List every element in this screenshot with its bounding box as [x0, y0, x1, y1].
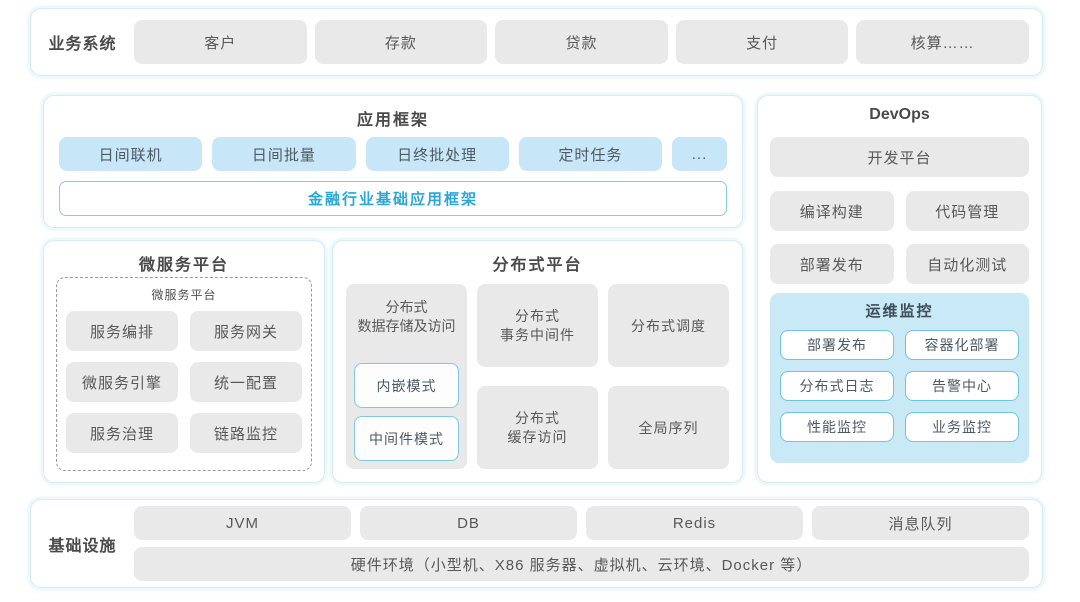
microservice-title: 微服务平台	[138, 257, 229, 274]
micro-item-unified-config: 统一配置	[190, 362, 302, 402]
devops-tool-code-mgmt: 代码管理	[905, 191, 1029, 231]
distributed-col-right: 分布式调度 全局序列	[608, 284, 729, 469]
devops-tool-build: 编译构建	[770, 191, 894, 231]
devops-tools: 编译构建 代码管理 部署发布 自动化测试	[770, 191, 1029, 284]
distributed-scheduling: 分布式调度	[608, 284, 729, 367]
appfw-item-eod-batch: 日终批处理	[365, 137, 509, 171]
infrastructure-label: 基础设施	[48, 537, 117, 555]
business-item-customer: 客户	[134, 20, 307, 64]
ops-monitoring-items: 部署发布 容器化部署 分布式日志 告警中心 性能监控 业务监控	[780, 330, 1019, 442]
devops-tool-auto-test: 自动化测试	[905, 244, 1029, 284]
infra-item-jvm: JVM	[134, 506, 351, 540]
micro-item-trace-monitor: 链路监控	[190, 413, 302, 453]
infrastructure-items: JVM DB Redis 消息队列 硬件环境（小型机、X86 服务器、虚拟机、云…	[134, 506, 1029, 581]
distributed-body: 分布式 数据存储及访问 内嵌模式 中间件模式 分布式 事务中间件 分布式 缓存访…	[346, 284, 729, 469]
app-framework-panel: 应用框架 日间联机 日间批量 日终批处理 定时任务 ... 金融行业基础应用框架	[43, 95, 743, 228]
business-system-label: 业务系统	[48, 36, 117, 53]
appfw-item-scheduled-task: 定时任务	[518, 137, 662, 171]
microservice-inner-title: 微服务平台	[151, 288, 217, 302]
hardware-environment-bar: 硬件环境（小型机、X86 服务器、虚拟机、云环境、Docker 等）	[134, 547, 1029, 581]
app-framework-title: 应用框架	[356, 112, 429, 129]
micro-item-engine: 微服务引擎	[66, 362, 178, 402]
microservice-dashed-box: 微服务平台 服务编排 服务网关 微服务引擎 统一配置 服务治理 链路监控	[56, 277, 312, 471]
micro-item-governance: 服务治理	[66, 413, 178, 453]
global-sequence: 全局序列	[608, 386, 729, 469]
infra-item-mq: 消息队列	[812, 506, 1029, 540]
business-item-loan: 贷款	[495, 20, 668, 64]
business-item-accounting: 核算……	[856, 20, 1029, 64]
microservice-items: 服务编排 服务网关 微服务引擎 统一配置 服务治理 链路监控	[66, 311, 302, 453]
microservice-panel: 微服务平台 微服务平台 服务编排 服务网关 微服务引擎 统一配置 服务治理 链路…	[43, 240, 325, 483]
monitor-item-alert-center: 告警中心	[905, 371, 1019, 401]
monitor-item-deploy-release: 部署发布	[780, 330, 894, 360]
distributed-col-storage: 分布式 数据存储及访问 内嵌模式 中间件模式	[346, 284, 467, 469]
devops-panel: DevOps 开发平台 编译构建 代码管理 部署发布 自动化测试 运维监控 部署…	[757, 95, 1042, 483]
app-framework-items: 日间联机 日间批量 日终批处理 定时任务 ...	[59, 137, 727, 171]
devops-tool-deploy: 部署发布	[770, 244, 894, 284]
devops-title: DevOps	[869, 106, 930, 123]
distributed-storage-modes: 内嵌模式 中间件模式	[354, 363, 459, 461]
infra-item-db: DB	[360, 506, 577, 540]
distributed-cache-access: 分布式 缓存访问	[477, 386, 598, 469]
distributed-storage-label: 分布式 数据存储及访问	[357, 299, 456, 334]
appfw-item-more: ...	[672, 137, 727, 171]
business-system-panel: 业务系统 客户 存款 贷款 支付 核算……	[30, 8, 1043, 76]
distributed-transaction-middleware: 分布式 事务中间件	[477, 284, 598, 367]
monitor-item-distributed-log: 分布式日志	[780, 371, 894, 401]
storage-mode-embedded: 内嵌模式	[354, 363, 459, 408]
micro-item-gateway: 服务网关	[190, 311, 302, 351]
distributed-title: 分布式平台	[492, 257, 583, 274]
distributed-panel: 分布式平台 分布式 数据存储及访问 内嵌模式 中间件模式 分布式 事务中间件 分…	[332, 240, 743, 483]
ops-monitoring-panel: 运维监控 部署发布 容器化部署 分布式日志 告警中心 性能监控 业务监控	[770, 293, 1029, 463]
ops-monitoring-title: 运维监控	[865, 303, 934, 320]
financial-base-framework-bar: 金融行业基础应用框架	[59, 181, 727, 216]
devops-dev-platform: 开发平台	[770, 137, 1029, 177]
appfw-item-daytime-online: 日间联机	[59, 137, 203, 171]
micro-item-orchestration: 服务编排	[66, 311, 178, 351]
monitor-item-business: 业务监控	[905, 412, 1019, 442]
infrastructure-panel: 基础设施 JVM DB Redis 消息队列 硬件环境（小型机、X86 服务器、…	[30, 499, 1043, 588]
business-item-deposit: 存款	[314, 20, 488, 64]
business-item-payment: 支付	[675, 20, 849, 64]
storage-mode-middleware: 中间件模式	[354, 416, 459, 461]
infra-item-redis: Redis	[586, 506, 803, 540]
distributed-storage-box: 分布式 数据存储及访问 内嵌模式 中间件模式	[346, 284, 467, 469]
appfw-item-daytime-batch: 日间批量	[212, 137, 356, 171]
monitor-item-container-deploy: 容器化部署	[905, 330, 1019, 360]
monitor-item-performance: 性能监控	[780, 412, 894, 442]
distributed-col-middle: 分布式 事务中间件 分布式 缓存访问	[477, 284, 598, 469]
business-system-items: 客户 存款 贷款 支付 核算……	[134, 20, 1029, 64]
